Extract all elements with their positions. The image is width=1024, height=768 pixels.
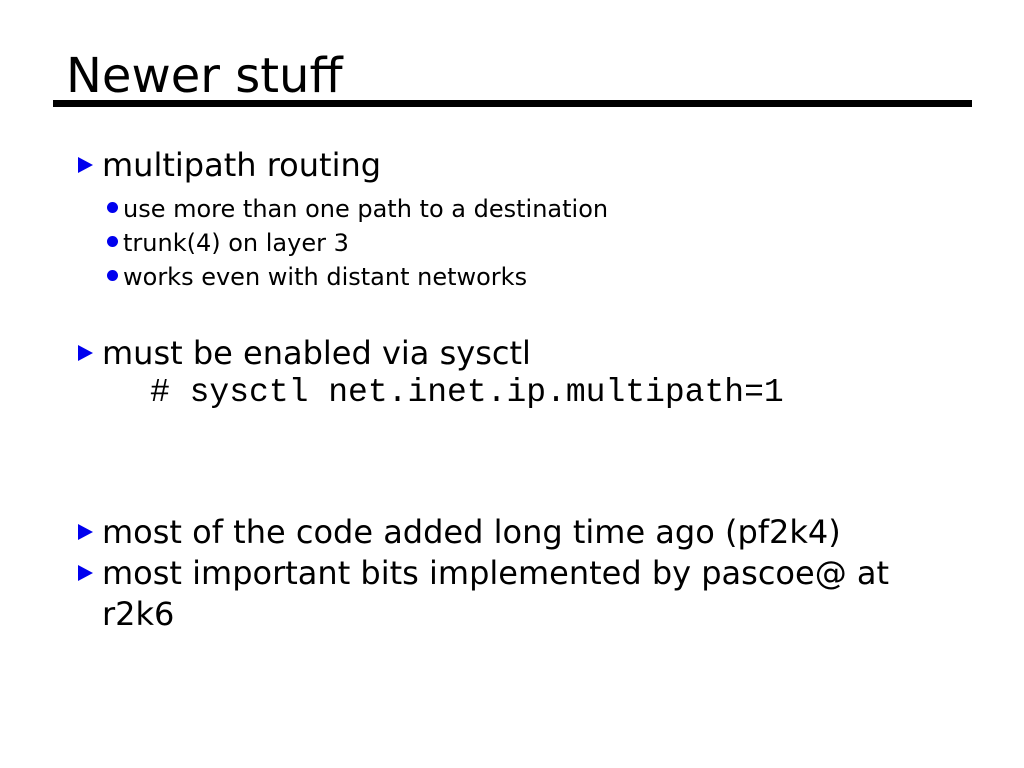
sub-bullet-item: use more than one path to a destination (78, 192, 946, 226)
triangle-bullet-icon (78, 565, 93, 581)
bullet-item: most important bits implemented by pasco… (78, 553, 946, 635)
sub-bullet-item: trunk(4) on layer 3 (78, 226, 946, 260)
title-underline (53, 100, 972, 107)
triangle-bullet-icon (78, 524, 93, 540)
bullet-label: most important bits implemented by pasco… (102, 554, 890, 633)
bullet-item: multipath routing (78, 146, 946, 184)
sub-bullet-label: trunk(4) on layer 3 (123, 229, 349, 257)
bullet-label: most of the code added long time ago (pf… (102, 513, 841, 551)
bullet-label: multipath routing (102, 146, 382, 184)
sysctl-command-text: # sysctl net.inet.ip.multipath=1 (150, 374, 784, 411)
slide-body: multipath routing use more than one path… (78, 146, 946, 635)
bullet-item: most of the code added long time ago (pf… (78, 512, 946, 553)
sub-bullet-label: works even with distant networks (123, 263, 528, 291)
section-multipath: multipath routing use more than one path… (78, 146, 946, 294)
sub-bullet-label: use more than one path to a destination (123, 195, 609, 223)
dot-bullet-icon (107, 270, 118, 281)
triangle-bullet-icon (78, 157, 93, 173)
bullet-label: must be enabled via sysctl (102, 334, 531, 372)
sub-bullet-list: use more than one path to a destination … (78, 192, 946, 294)
dot-bullet-icon (107, 202, 118, 213)
sub-bullet-item: works even with distant networks (78, 260, 946, 294)
triangle-bullet-icon (78, 345, 93, 361)
slide-title: Newer stuff (66, 48, 343, 104)
dot-bullet-icon (107, 236, 118, 247)
section-history: most of the code added long time ago (pf… (78, 512, 946, 635)
bullet-item: must be enabled via sysctl (78, 334, 946, 372)
section-sysctl: must be enabled via sysctl # sysctl net.… (78, 334, 946, 412)
